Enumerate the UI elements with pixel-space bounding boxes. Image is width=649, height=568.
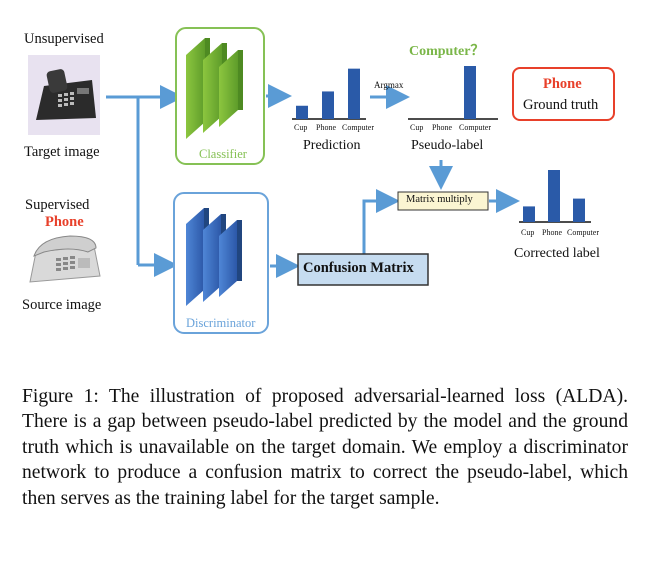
- argmax-label: Argmax: [374, 80, 404, 90]
- prediction-bar-phone: [322, 91, 334, 119]
- source-heading: Supervised: [25, 197, 90, 213]
- pred-tick-cup: Cup: [294, 123, 308, 132]
- discriminator-label: Discriminator: [186, 316, 256, 330]
- confusion-matrix-box: [297, 253, 429, 286]
- classifier-label: Classifier: [199, 147, 247, 161]
- figure-caption: Figure 1: The illustration of proposed a…: [22, 386, 628, 509]
- confusion-to-multiply-arrow: [362, 189, 400, 254]
- input-arrows: [106, 85, 184, 277]
- pred-tick-phone: Phone: [316, 123, 336, 132]
- corrected-title: Corrected label: [514, 246, 600, 261]
- pseudo-title: Pseudo-label: [411, 138, 484, 153]
- source-phone-image: [29, 235, 101, 283]
- source-class-name: Phone: [45, 214, 84, 230]
- corr-tick-cup: Cup: [521, 228, 535, 237]
- pseudo-bar-computer: [464, 66, 476, 119]
- matrix-multiply-box: [397, 191, 489, 211]
- ground-truth-class: Phone: [543, 76, 582, 92]
- source-caption: Source image: [22, 297, 102, 313]
- ground-truth-title: Ground truth: [523, 97, 599, 113]
- corrected-bar-phone: [548, 170, 560, 222]
- corrected-bar-computer: [573, 198, 585, 222]
- classifier-block: [175, 27, 265, 165]
- corrected-bar-cup: [523, 206, 535, 222]
- pseudo-label-chart: [408, 66, 498, 120]
- matrix-multiply-label: Matrix multiply: [406, 194, 473, 205]
- ground-truth-box: [512, 67, 615, 121]
- pred-tick-computer: Computer: [342, 123, 374, 132]
- prediction-title: Prediction: [303, 138, 361, 153]
- target-phone-image: [28, 55, 100, 135]
- corr-tick-computer: Computer: [567, 228, 599, 237]
- pseudo-tick-computer: Computer: [459, 123, 491, 132]
- target-caption: Target image: [24, 144, 100, 160]
- confusion-matrix-label: Confusion Matrix: [303, 260, 414, 276]
- target-heading: Unsupervised: [24, 31, 104, 47]
- prediction-bar-computer: [348, 68, 360, 119]
- pseudo-tick-cup: Cup: [410, 123, 424, 132]
- prediction-bar-cup: [296, 105, 308, 119]
- corr-tick-phone: Phone: [542, 228, 562, 237]
- corrected-label-chart: [519, 170, 591, 223]
- alda-diagram: [28, 27, 615, 334]
- discriminator-block: [173, 192, 269, 334]
- pseudo-tick-phone: Phone: [432, 123, 452, 132]
- pseudo-question: Computer？: [409, 44, 485, 59]
- prediction-chart: [292, 68, 366, 120]
